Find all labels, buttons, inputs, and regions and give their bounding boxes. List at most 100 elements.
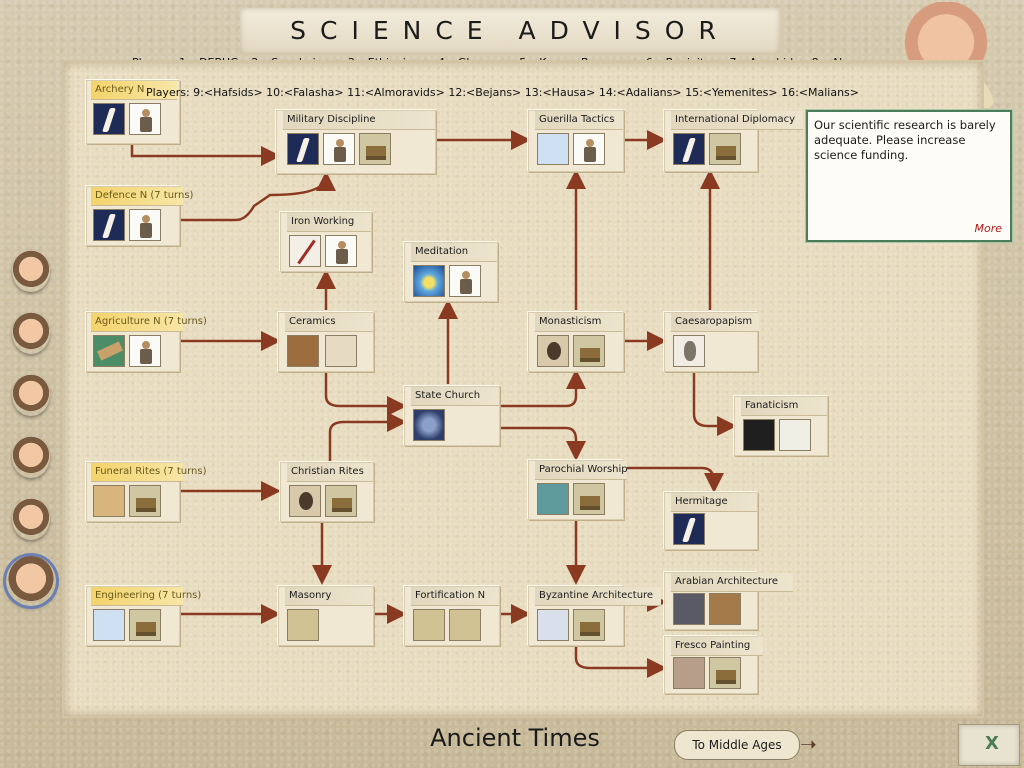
tech-node-defence[interactable]: Defence N (7 turns) bbox=[86, 186, 193, 246]
era-label: Ancient Times bbox=[430, 724, 600, 752]
tech-node-monasticism[interactable]: Monasticism bbox=[528, 312, 624, 372]
engineering-icon bbox=[93, 609, 125, 641]
leader-portrait-4[interactable] bbox=[12, 436, 50, 478]
arched-hall-icon bbox=[673, 593, 705, 625]
tech-title: Agriculture N (7 turns) bbox=[91, 313, 207, 332]
guerilla-unit-icon bbox=[573, 133, 605, 165]
tech-node-agriculture[interactable]: Agriculture N (7 turns) bbox=[86, 312, 207, 372]
leader-portrait-2[interactable] bbox=[12, 312, 50, 354]
monk-unit-icon bbox=[449, 265, 481, 297]
tech-node-state-church[interactable]: State Church bbox=[404, 386, 500, 446]
lightning-icon bbox=[93, 103, 125, 135]
lightning-icon bbox=[673, 133, 705, 165]
shrine-icon bbox=[325, 485, 357, 517]
tech-title: Fresco Painting bbox=[671, 637, 763, 656]
embassy-icon bbox=[709, 133, 741, 165]
tech-node-ceramics[interactable]: Ceramics bbox=[278, 312, 374, 372]
tech-title: Military Discipline bbox=[283, 111, 435, 130]
burial-site-icon bbox=[93, 485, 125, 517]
fortress-wonder-icon bbox=[709, 593, 741, 625]
archer-unit-icon bbox=[129, 103, 161, 135]
tech-title: Archery N bbox=[91, 81, 177, 100]
tech-title: Masonry bbox=[285, 587, 373, 606]
tech-title: Arabian Architecture bbox=[671, 573, 793, 592]
prayer-icon bbox=[537, 483, 569, 515]
tech-node-meditation[interactable]: Meditation bbox=[404, 242, 498, 302]
tech-title: Guerilla Tactics bbox=[535, 111, 623, 130]
terrain-improvement-icon bbox=[93, 335, 125, 367]
sword-icon bbox=[289, 235, 321, 267]
tech-title: Monasticism bbox=[535, 313, 623, 332]
tech-title: Caesaropapism bbox=[671, 313, 759, 332]
zealot-cavalry-icon bbox=[779, 419, 811, 451]
torch-icon bbox=[743, 419, 775, 451]
monastery-icon bbox=[573, 335, 605, 367]
close-button[interactable]: X bbox=[958, 724, 1020, 766]
tech-title: Parochial Worship bbox=[535, 461, 628, 480]
tech-title: Funeral Rites (7 turns) bbox=[91, 463, 207, 482]
tech-node-byzantine-architecture[interactable]: Byzantine Architecture bbox=[528, 586, 661, 646]
tech-node-fresco-painting[interactable]: Fresco Painting bbox=[664, 636, 763, 694]
domed-church-icon bbox=[537, 609, 569, 641]
tech-title: Fanaticism bbox=[741, 397, 827, 416]
byzantine-wonder-icon bbox=[573, 609, 605, 641]
leader-portrait-selected[interactable] bbox=[6, 556, 56, 606]
tech-title: Defence N (7 turns) bbox=[91, 187, 193, 206]
tech-node-engineering[interactable]: Engineering (7 turns) bbox=[86, 586, 201, 646]
camouflage-icon bbox=[537, 133, 569, 165]
spearman-unit-icon bbox=[129, 209, 161, 241]
tech-node-international-diplomacy[interactable]: International Diplomacy bbox=[664, 110, 803, 172]
tech-title: Christian Rites bbox=[287, 463, 373, 482]
tech-node-caesaropapism[interactable]: Caesaropapism bbox=[664, 312, 759, 372]
leader-portrait-1[interactable] bbox=[12, 250, 50, 292]
monk-portrait-icon bbox=[537, 335, 569, 367]
page-title: SCIENCE ADVISOR bbox=[290, 16, 730, 45]
leader-portrait-3[interactable] bbox=[12, 374, 50, 416]
tech-title: Hermitage bbox=[671, 493, 757, 512]
tech-node-military-discipline[interactable]: Military Discipline bbox=[276, 110, 436, 174]
state-church-icon bbox=[413, 409, 445, 441]
icon-painting-icon bbox=[289, 485, 321, 517]
lightning-icon bbox=[673, 513, 705, 545]
tech-node-fanaticism[interactable]: Fanaticism bbox=[734, 396, 828, 456]
tech-title: Engineering (7 turns) bbox=[91, 587, 201, 606]
tech-title: Fortification N bbox=[411, 587, 499, 606]
tech-node-fortification[interactable]: Fortification N bbox=[404, 586, 500, 646]
tech-node-iron-working[interactable]: Iron Working bbox=[280, 212, 372, 272]
next-era-button[interactable]: To Middle Ages bbox=[674, 730, 800, 760]
tech-node-masonry[interactable]: Masonry bbox=[278, 586, 374, 646]
swordsman-unit-icon bbox=[325, 235, 357, 267]
painted-wonder-icon bbox=[709, 657, 741, 689]
tech-node-christian-rites[interactable]: Christian Rites bbox=[280, 462, 374, 522]
pottery-icon bbox=[287, 335, 319, 367]
siege-engine-icon bbox=[129, 609, 161, 641]
lightning-icon bbox=[287, 133, 319, 165]
granary-icon bbox=[325, 335, 357, 367]
tech-node-guerilla-tactics[interactable]: Guerilla Tactics bbox=[528, 110, 624, 172]
tech-node-archery[interactable]: Archery N bbox=[86, 80, 180, 144]
leader-portrait-5[interactable] bbox=[12, 498, 50, 540]
tech-node-funeral-rites[interactable]: Funeral Rites (7 turns) bbox=[86, 462, 207, 522]
stone-tomb-icon bbox=[129, 485, 161, 517]
tech-node-hermitage[interactable]: Hermitage bbox=[664, 492, 758, 550]
tech-title: Ceramics bbox=[285, 313, 373, 332]
emperor-bust-icon bbox=[673, 335, 705, 367]
tech-title: State Church bbox=[411, 387, 499, 406]
tech-node-arabian-architecture[interactable]: Arabian Architecture bbox=[664, 572, 793, 630]
tech-title: Byzantine Architecture bbox=[535, 587, 661, 606]
advisor-message: Our scientific research is barely adequa… bbox=[814, 118, 996, 162]
meditation-disc-icon bbox=[413, 265, 445, 297]
tech-title: Iron Working bbox=[287, 213, 371, 232]
players-line-2: Players: 9:<Hafsids> 10:<Falasha> 11:<Al… bbox=[146, 86, 860, 99]
more-link[interactable]: More bbox=[974, 222, 1002, 235]
arrow-right-icon: ➝ bbox=[800, 732, 817, 756]
lightning-icon bbox=[93, 209, 125, 241]
stone-wall-icon bbox=[287, 609, 319, 641]
header-band bbox=[240, 8, 780, 54]
barracks-icon bbox=[359, 133, 391, 165]
tech-node-parochial-worship[interactable]: Parochial Worship bbox=[528, 460, 628, 520]
advisor-message-box: Our scientific research is barely adequa… bbox=[806, 110, 1012, 242]
fresco-icon bbox=[673, 657, 705, 689]
city-walls-icon bbox=[449, 609, 481, 641]
